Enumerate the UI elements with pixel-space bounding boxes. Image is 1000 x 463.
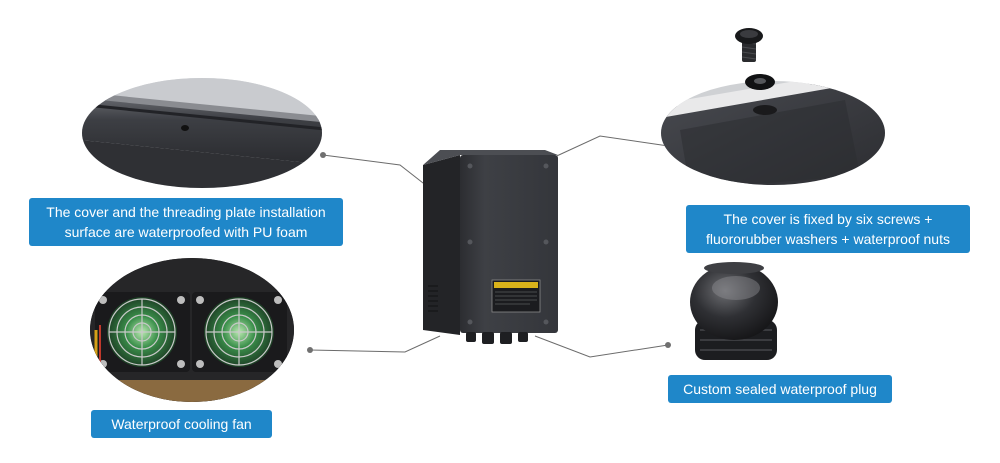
callout-screws: The cover is fixed by six screws + fluor… xyxy=(686,205,970,253)
waterproof-plug-image xyxy=(690,262,778,360)
callout-pu-foam: The cover and the threading plate instal… xyxy=(29,198,343,246)
screw-icon xyxy=(735,28,763,62)
callout-screws-line2: fluororubber washers + waterproof nuts xyxy=(706,231,950,247)
inverter-device-image xyxy=(423,150,558,344)
callout-waterproof-plug: Custom sealed waterproof plug xyxy=(668,375,892,403)
leader-lines xyxy=(309,135,683,358)
screw-washer-detail-image xyxy=(661,28,885,185)
callout-waterproof-plug-line1: Custom sealed waterproof plug xyxy=(683,381,877,397)
cooling-fan-image xyxy=(90,258,294,402)
washer-icon xyxy=(745,74,775,90)
cover-edge-detail-image xyxy=(82,78,322,188)
callout-pu-foam-line2: surface are waterproofed with PU foam xyxy=(64,224,308,240)
callout-pu-foam-line1: The cover and the threading plate instal… xyxy=(46,204,326,220)
callout-cooling-fan: Waterproof cooling fan xyxy=(91,410,272,438)
callout-cooling-fan-line1: Waterproof cooling fan xyxy=(111,416,252,432)
callout-screws-line1: The cover is fixed by six screws + xyxy=(723,211,933,227)
